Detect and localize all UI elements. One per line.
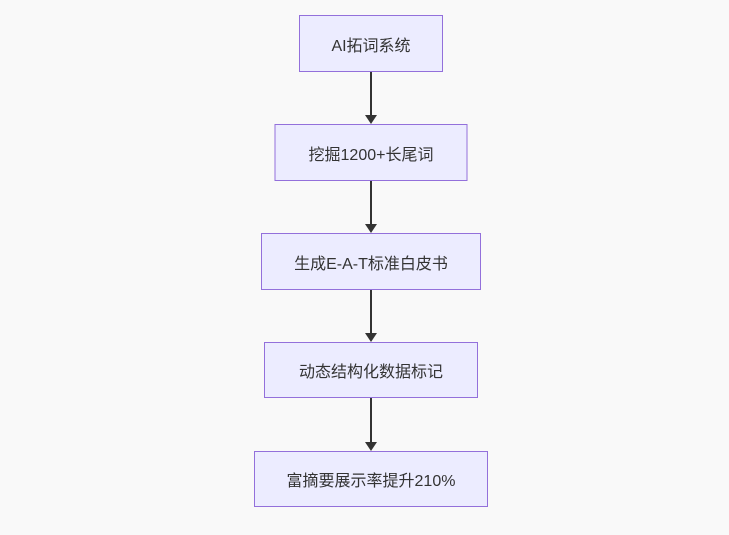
node-label: 生成E-A-T标准白皮书 bbox=[294, 255, 448, 273]
arrowhead-down-icon bbox=[365, 115, 377, 124]
arrowhead-down-icon bbox=[365, 333, 377, 342]
flow-arrow-3 bbox=[364, 290, 378, 342]
node-mine-longtail-keywords: 挖掘1200+长尾词 bbox=[274, 124, 468, 181]
node-label: 富摘要展示率提升210% bbox=[286, 473, 456, 490]
node-dynamic-structured-data-markup: 动态结构化数据标记 bbox=[264, 342, 478, 398]
node-rich-snippet-rate-uplift: 富摘要展示率提升210% bbox=[254, 451, 488, 507]
flow-arrow-4 bbox=[364, 398, 378, 451]
arrowhead-down-icon bbox=[365, 224, 377, 233]
arrow-line bbox=[370, 290, 372, 333]
arrow-line bbox=[370, 398, 372, 442]
arrowhead-down-icon bbox=[365, 442, 377, 451]
node-label: 动态结构化数据标记 bbox=[298, 364, 443, 381]
node-ai-word-expansion-system: AI拓词系统 bbox=[299, 15, 443, 72]
arrow-line bbox=[370, 181, 372, 224]
node-label: 挖掘1200+长尾词 bbox=[308, 146, 434, 164]
flow-arrow-2 bbox=[364, 181, 378, 233]
node-label: AI拓词系统 bbox=[331, 37, 411, 55]
node-generate-eat-whitepaper: 生成E-A-T标准白皮书 bbox=[261, 233, 481, 290]
flow-arrow-1 bbox=[364, 72, 378, 124]
arrow-line bbox=[370, 72, 372, 115]
